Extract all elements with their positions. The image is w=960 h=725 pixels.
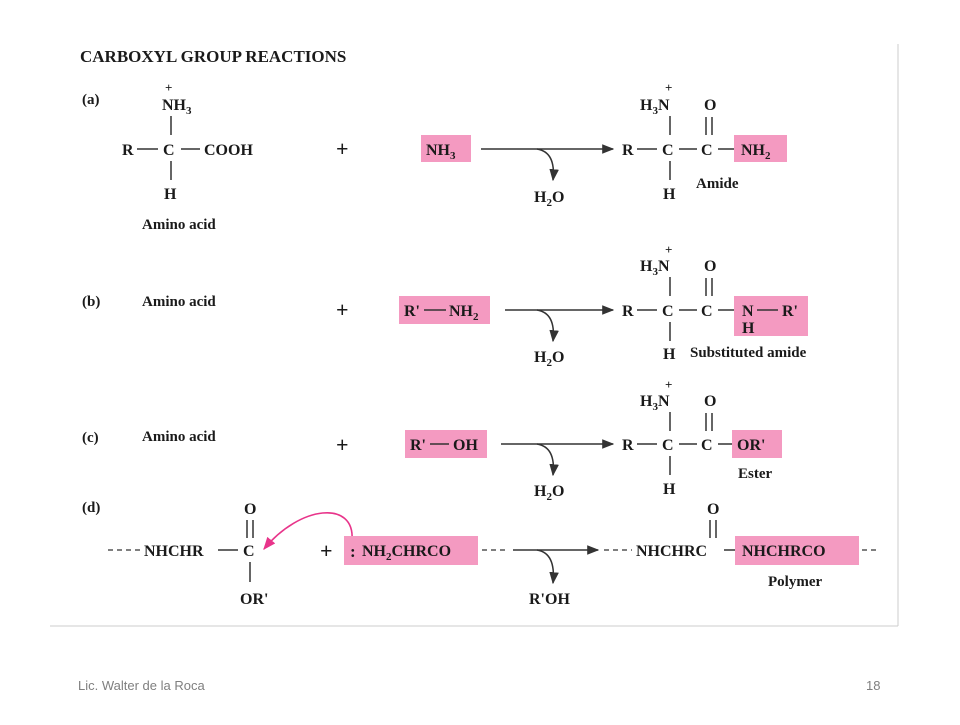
polymer-carbonyl-o: O [707,501,719,518]
tag-b: (b) [82,294,100,310]
reaction-d: (d) NHCHR C O OR' + : NH2CHRCO R'OH NHCH… [82,500,880,608]
left-carbonyl-o: O [244,501,256,518]
svg-text:H3N: H3N [640,258,670,278]
tag-c: (c) [82,430,99,446]
reagent-b-r: R' [404,303,420,320]
aa-plus-charge: + [165,80,172,95]
amide-o-label: O [704,97,716,114]
svg-text:H3N: H3N [640,97,670,117]
svg-text:H2O: H2O [534,349,564,369]
subamide-c1-label: C [662,303,674,320]
aa-cooh-label: COOH [204,142,253,159]
aa-nh3-label: NH3 [162,97,192,117]
plus-sign-a: + [336,136,349,161]
svg-text:H2O: H2O [534,483,564,503]
ester-o-label: O [704,393,716,410]
subamide-r-label: R [622,303,634,320]
amino-acid-b: Amino acid [142,294,216,310]
byproduct-arrow-c [536,443,559,477]
subamide-c2-label: C [701,303,713,320]
ester-or-label: OR' [737,437,765,454]
aa-r-label: R [122,142,134,159]
water-byproduct-a: H2O [534,189,564,209]
plus-sign-c: + [336,432,349,457]
reagent-d-label: NH2CHRCO [362,543,451,563]
figure-title: CARBOXYL GROUP REACTIONS [80,47,346,66]
subamide-n-label: N [742,303,754,320]
reaction-c: (c) Amino acid + R' OH H2O + H3N O R C C… [82,377,782,503]
ester-c1-label: C [662,437,674,454]
svg-text:NH2: NH2 [741,142,771,162]
ester-group-highlight [732,430,782,458]
ester-c2-label: C [701,437,713,454]
footer-author: Lic. Walter de la Roca [78,678,205,693]
amino-acid-c: Amino acid [142,429,216,445]
ester-h-label: H [663,481,676,498]
subamide-group-highlight [734,296,808,336]
amide-c2-label: C [701,142,713,159]
left-or-label: OR' [240,591,268,608]
amide-h3n-label: H3N [640,97,670,117]
reagent-c-r: R' [410,437,426,454]
reagent-nh3: NH3 [426,142,456,162]
amide-c1-label: C [662,142,674,159]
subamide-nh-label: H [742,320,755,337]
water-byproduct-b: H2O [534,349,564,369]
tag-a: (a) [82,92,100,108]
byproduct-arrow-a [536,148,559,182]
plus-sign-b: + [336,297,349,322]
tag-d: (d) [82,500,100,516]
reaction-b: (b) Amino acid + R' NH2 H2O + H3N O R C … [82,242,808,369]
amino-acid-caption: Amino acid [142,217,216,233]
byproduct-arrow-b [536,309,559,343]
footer-page-number: 18 [866,678,881,693]
polymer-chain-label: NHCHRC [636,543,707,560]
svg-text:NH3: NH3 [426,142,456,162]
subamide-caption: Substituted amide [690,345,807,361]
polymer-caption: Polymer [768,574,822,590]
reagent-d-highlight [344,536,478,565]
plus-sign-d: + [320,538,333,563]
subamide-h3n-label: H3N [640,258,670,278]
svg-text:H2O: H2O [534,189,564,209]
nucleophilic-attack-arrow [263,511,353,550]
svg-text:NH2: NH2 [449,303,479,323]
reagent-c-oh: OH [453,437,478,454]
byproduct-arrow-d [536,549,559,585]
water-byproduct-c: H2O [534,483,564,503]
svg-text:NH2CHRCO: NH2CHRCO [362,543,451,563]
lone-pair: : [350,542,356,561]
subamide-plus-charge: + [665,242,672,257]
left-carbonyl-c: C [243,543,255,560]
amide-caption: Amide [696,176,739,192]
reagent-a-highlight [421,135,471,162]
ester-plus-charge: + [665,377,672,392]
polymer-group-label: NHCHRCO [742,543,826,560]
reagent-b-nh2: NH2 [449,303,479,323]
ester-r-label: R [622,437,634,454]
amide-r-label: R [622,142,634,159]
ester-caption: Ester [738,466,772,482]
amide-group-highlight [734,135,787,162]
alcohol-byproduct: R'OH [529,591,570,608]
aa-c-label: C [163,142,175,159]
subamide-rprime-label: R' [782,303,798,320]
polymer-group-highlight [735,536,859,565]
left-chain-label: NHCHR [144,543,204,560]
svg-text:NH3: NH3 [162,97,192,117]
amide-h-label: H [663,186,676,203]
subamide-o-label: O [704,258,716,275]
aa-h-label: H [164,186,177,203]
subamide-h-label: H [663,346,676,363]
amide-plus-charge: + [665,80,672,95]
svg-text:H3N: H3N [640,393,670,413]
reaction-a: (a) + NH3 R C COOH H Amino acid + NH3 H2… [82,80,787,233]
amide-nh2-label: NH2 [741,142,771,162]
ester-h3n-label: H3N [640,393,670,413]
